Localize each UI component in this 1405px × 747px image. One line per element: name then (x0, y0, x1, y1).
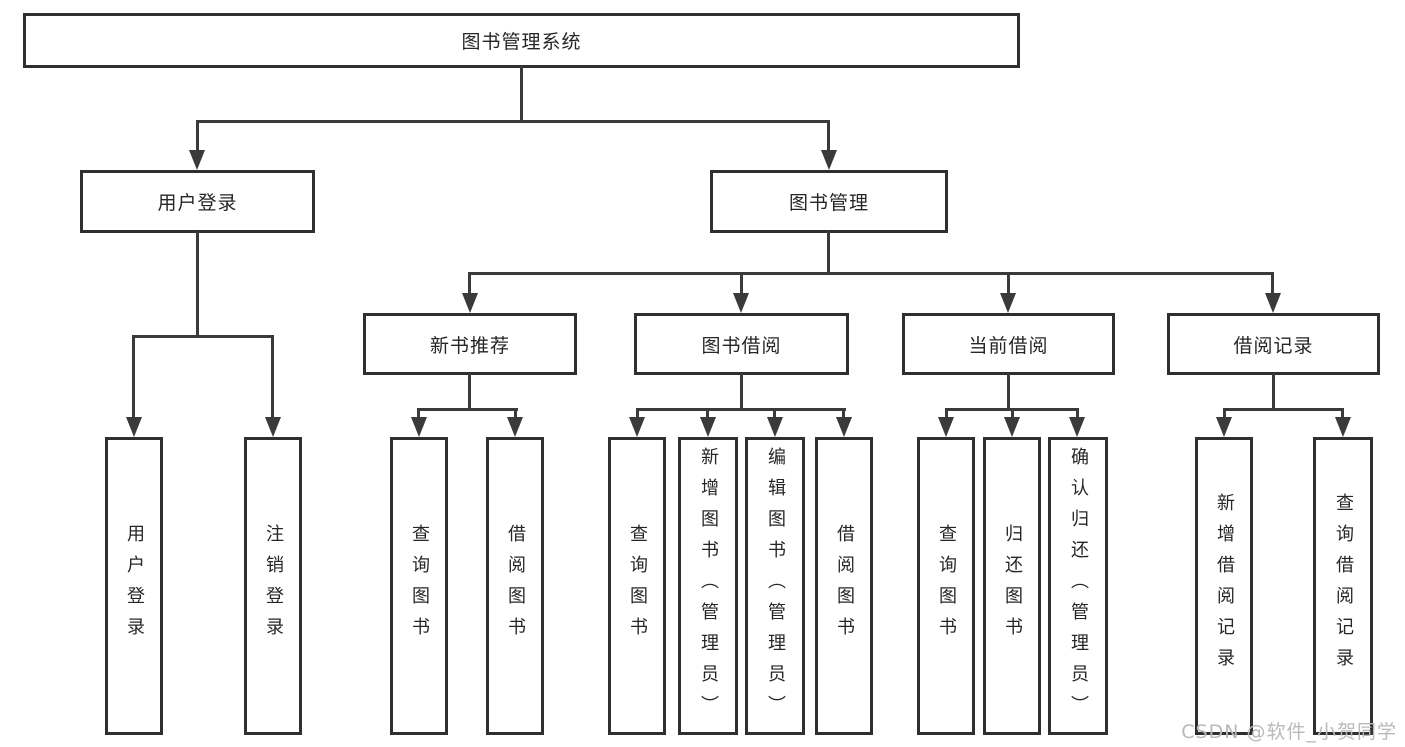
leaf-add-borrow-record: 新增借阅记录 (1195, 437, 1253, 735)
node-current-borrowing: 当前借阅 (902, 313, 1115, 375)
connector-line (636, 408, 846, 411)
arrowhead-icon (821, 150, 837, 170)
leaf-borrow-books-recommend: 借阅图书 (486, 437, 544, 735)
leaf-query-borrow-record: 查询借阅记录 (1313, 437, 1373, 735)
leaf-query-books-recommend: 查询图书 (390, 437, 448, 735)
connector-line (1271, 272, 1274, 293)
connector-line (417, 408, 420, 417)
connector-line (1076, 408, 1079, 417)
connector-line (827, 231, 830, 272)
connector-line (196, 120, 830, 123)
leaf-logout: 注销登录 (244, 437, 302, 735)
connector-line (1007, 373, 1010, 408)
connector-line (468, 272, 471, 293)
connector-line (827, 120, 830, 150)
connector-line (773, 408, 776, 417)
connector-line (842, 408, 845, 417)
connector-line (706, 408, 709, 417)
connector-line (1341, 408, 1344, 417)
leaf-return-books: 归还图书 (983, 437, 1041, 735)
leaf-borrow-books-borrowing: 借阅图书 (815, 437, 873, 735)
arrowhead-icon (265, 417, 281, 437)
arrowhead-icon (462, 293, 478, 313)
arrowhead-icon (1335, 417, 1351, 437)
connector-line (468, 373, 471, 408)
leaf-add-books-admin: 新增图书（管理员） (678, 437, 738, 735)
arrowhead-icon (1000, 293, 1016, 313)
leaf-confirm-return-admin: 确认归还（管理员） (1048, 437, 1108, 735)
connector-line (520, 66, 523, 120)
connector-line (1011, 408, 1014, 417)
arrowhead-icon (1265, 293, 1281, 313)
leaf-user-login: 用户登录 (105, 437, 163, 735)
leaf-query-books-current: 查询图书 (917, 437, 975, 735)
arrowhead-icon (1069, 417, 1085, 437)
arrowhead-icon (1216, 417, 1232, 437)
connector-line (514, 408, 517, 417)
connector-line (740, 373, 743, 408)
connector-line (1223, 408, 1344, 411)
node-user-login-branch: 用户登录 (80, 170, 315, 233)
leaf-query-books-borrowing: 查询图书 (608, 437, 666, 735)
arrowhead-icon (1004, 417, 1020, 437)
arrowhead-icon (700, 417, 716, 437)
connector-line (196, 231, 199, 335)
node-book-management: 图书管理 (710, 170, 948, 233)
connector-line (417, 408, 518, 411)
arrowhead-icon (507, 417, 523, 437)
connector-line (1007, 272, 1010, 293)
watermark: CSDN @软件_小贺同学 (1181, 721, 1397, 743)
connector-line (1272, 373, 1275, 408)
node-new-book-recommend: 新书推荐 (363, 313, 577, 375)
arrowhead-icon (938, 417, 954, 437)
node-borrowing-records: 借阅记录 (1167, 313, 1380, 375)
arrowhead-icon (836, 417, 852, 437)
arrowhead-icon (767, 417, 783, 437)
arrowhead-icon (189, 150, 205, 170)
connector-line (132, 335, 135, 417)
node-book-borrowing: 图书借阅 (634, 313, 849, 375)
connector-line (468, 272, 1274, 275)
arrowhead-icon (733, 293, 749, 313)
connector-line (132, 335, 274, 338)
connector-line (945, 408, 948, 417)
arrowhead-icon (126, 417, 142, 437)
connector-line (196, 120, 199, 150)
connector-line (740, 272, 743, 293)
leaf-edit-books-admin: 编辑图书（管理员） (745, 437, 805, 735)
connector-line (271, 335, 274, 417)
connector-line (1223, 408, 1226, 417)
connector-line (636, 408, 639, 417)
arrowhead-icon (629, 417, 645, 437)
node-book-management-system: 图书管理系统 (23, 13, 1020, 68)
arrowhead-icon (411, 417, 427, 437)
